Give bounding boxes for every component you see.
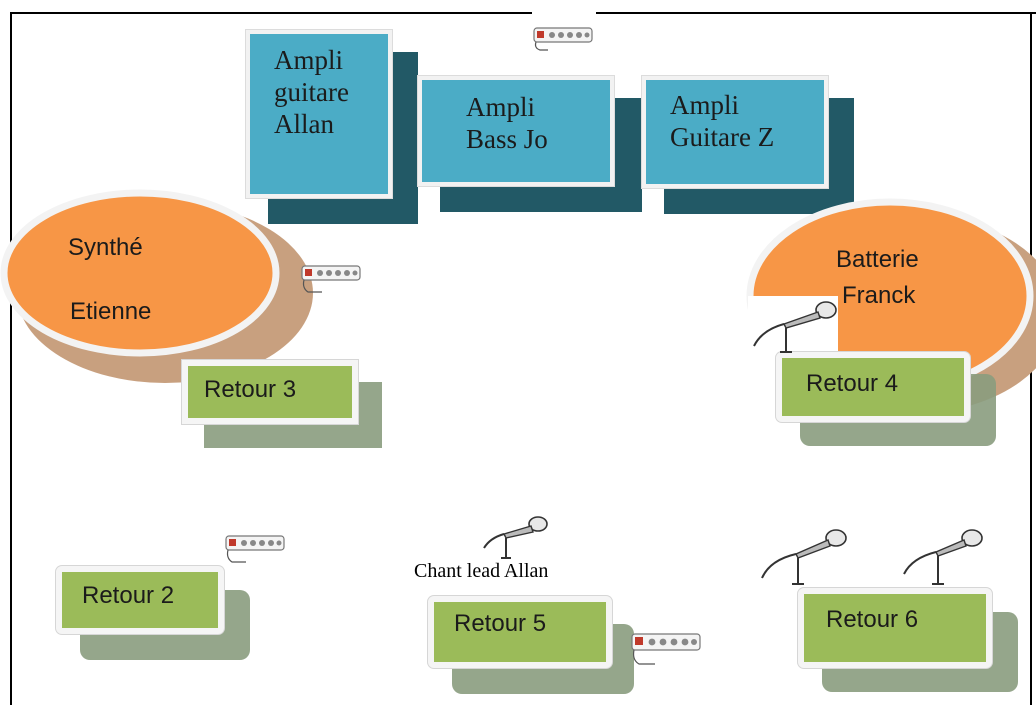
frame-top-left — [10, 12, 532, 14]
amp-allan — [246, 30, 392, 198]
retour-4-label: Retour 4 — [806, 370, 899, 397]
amp-jo — [418, 76, 614, 186]
retour-6 — [798, 588, 992, 668]
amp-z-label: Ampli Guitare Z — [670, 90, 775, 152]
chant-lead-caption: Chant lead Allan — [414, 560, 549, 582]
power-strip-icon — [533, 27, 593, 51]
microphone-icon — [483, 516, 548, 559]
retour-4 — [776, 352, 970, 422]
microphone-icon — [753, 301, 837, 353]
microphone-icon — [903, 529, 983, 585]
drums-label-1: Batterie — [836, 246, 919, 273]
retour-2-label: Retour 2 — [82, 582, 175, 609]
amp-jo-label: Ampli Bass Jo — [466, 92, 548, 154]
retour-5-label: Retour 5 — [454, 610, 547, 637]
power-strip-icon — [631, 633, 701, 665]
amp-z — [642, 76, 828, 188]
frame-top-right — [596, 12, 1036, 14]
microphone-icon — [761, 529, 847, 585]
synth-label-1: Synthé — [68, 234, 143, 261]
retour-2 — [56, 566, 224, 634]
amp-allan-label: Ampli guitare Allan — [274, 45, 349, 139]
power-strip-icon — [225, 535, 285, 563]
synth-etienne-shape — [0, 189, 313, 383]
drums-label-2: Franck — [842, 282, 916, 309]
synth-label-2: Etienne — [70, 298, 152, 325]
power-strip-icon — [301, 265, 361, 293]
retour-6-label: Retour 6 — [826, 606, 919, 633]
retour-5 — [428, 596, 612, 668]
retour-3-label: Retour 3 — [204, 376, 297, 403]
frame-left — [10, 12, 12, 705]
retour-3 — [182, 360, 358, 424]
